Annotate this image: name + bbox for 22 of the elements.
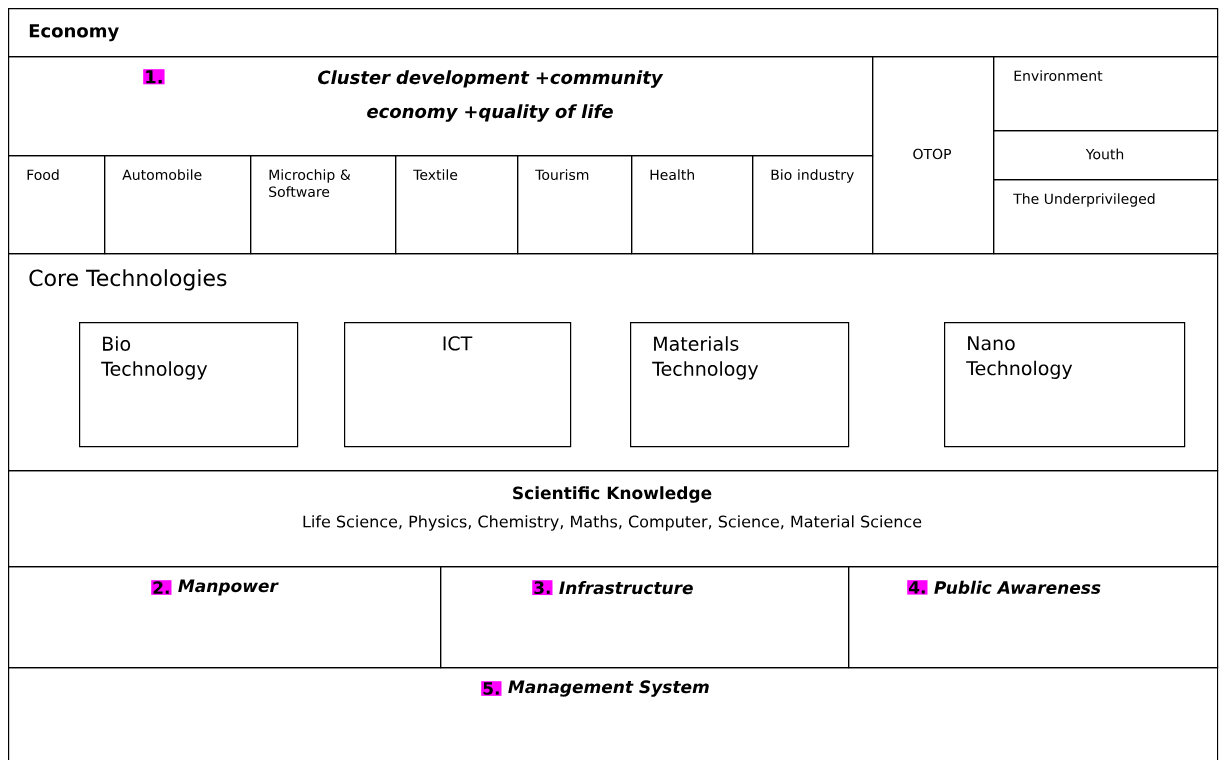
table-cell: Bio industry: [752, 155, 874, 255]
table-cell: OTOP: [872, 56, 995, 255]
technology-box: Materials Technology: [630, 322, 850, 448]
heading-cell: 2. Manpower: [8, 566, 442, 669]
heading-cell: 4. Public Awareness: [848, 566, 1219, 669]
table-cell: Microchip & Software: [250, 155, 397, 255]
heading-cell: 5. Management System: [8, 667, 1219, 760]
technology-box: ICT: [344, 322, 572, 448]
table-cell: Health: [631, 155, 754, 255]
heading-cell: 3. Infrastructure: [440, 566, 850, 669]
table-cell: Textile: [395, 155, 519, 255]
table-cell: Youth: [993, 130, 1219, 181]
table-cell: Tourism: [517, 155, 633, 255]
heading-cell: 1. Cluster development +community economy +quality of life: [8, 56, 874, 157]
knowledge-band: Scientific Knowledge Life Science, Physics, Chemistry, Maths, Computer, Science, Material Science: [8, 470, 1219, 568]
header-band: Economy: [8, 8, 1219, 58]
technology-box: Bio Technology: [79, 322, 299, 448]
table-cell: The Underprivileged: [993, 179, 1219, 255]
technology-box: Nano Technology: [944, 322, 1186, 448]
table-cell: Environment: [993, 56, 1219, 132]
table-cell: Automobile: [104, 155, 252, 255]
table-cell: Food: [8, 155, 106, 255]
